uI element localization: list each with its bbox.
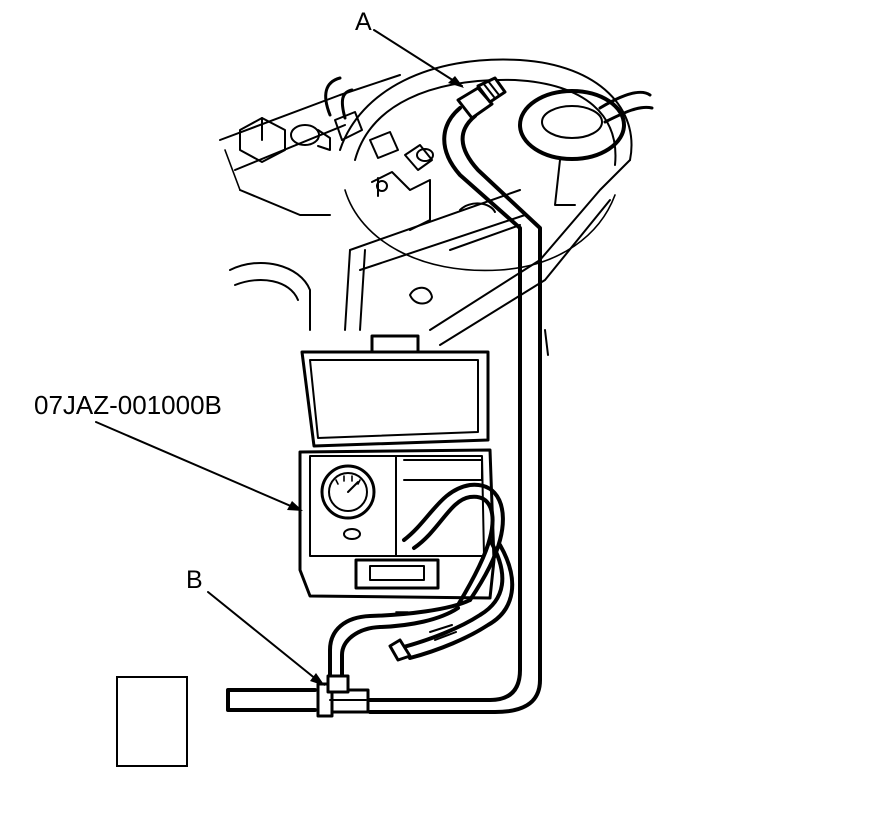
t-fitting-b [226, 674, 370, 718]
pressure-tester-case [298, 334, 505, 607]
callout-a-label: A [355, 8, 372, 36]
callout-leaders [95, 29, 464, 686]
blank-box-icon [116, 676, 188, 767]
vacuum-hose-main [368, 106, 542, 714]
engine-background [219, 58, 654, 356]
tool-number-label: 07JAZ-001000B [34, 390, 222, 420]
tester-hose [328, 538, 515, 682]
callout-b-label: B [186, 566, 203, 594]
fitting-a [456, 76, 507, 120]
